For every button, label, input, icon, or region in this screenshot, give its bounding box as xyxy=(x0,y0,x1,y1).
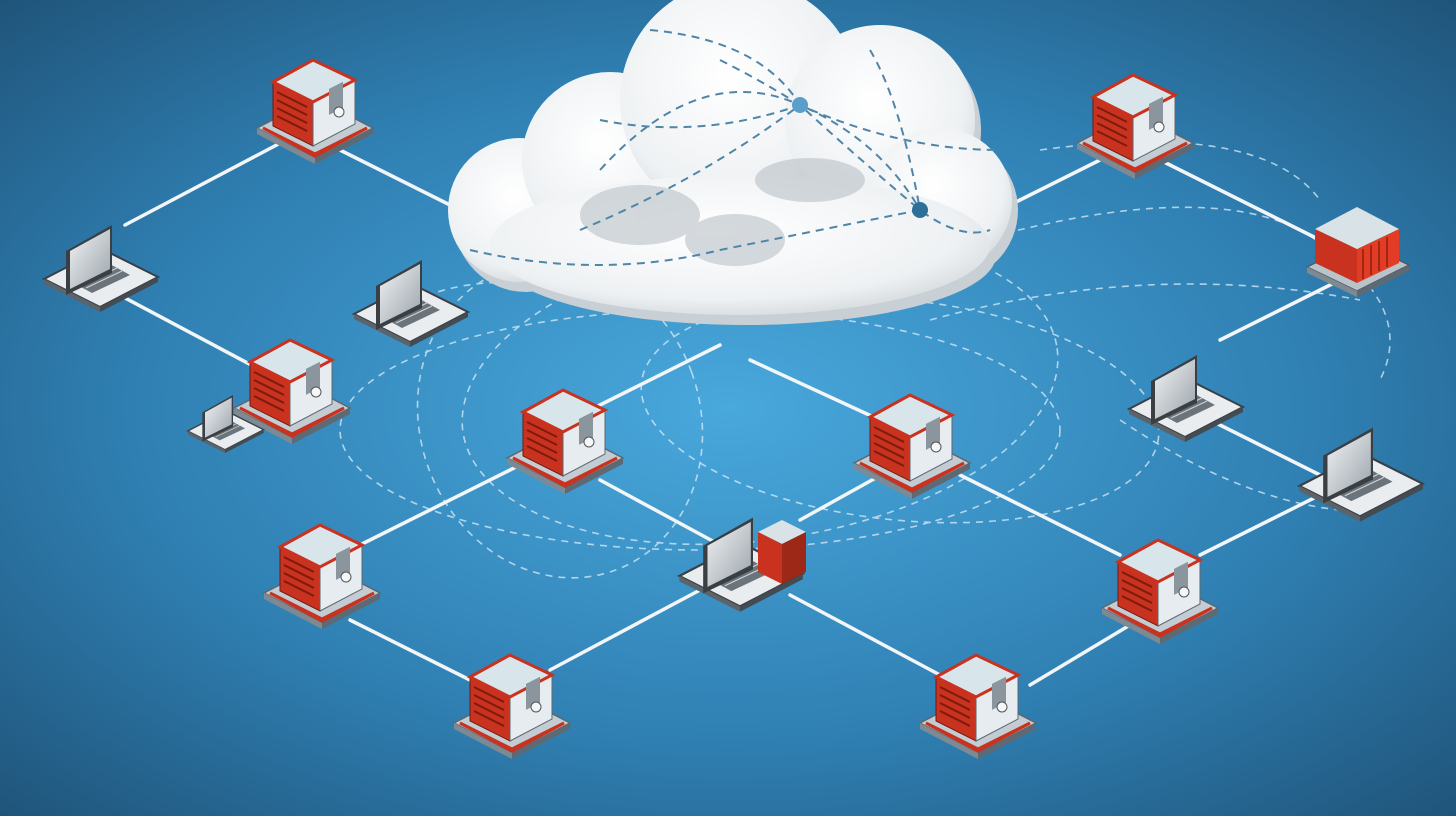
cloud-node xyxy=(792,97,808,113)
cloud-node xyxy=(912,202,928,218)
network-devices xyxy=(43,58,1424,761)
cloud-icon xyxy=(448,0,1018,325)
server-icon xyxy=(758,520,806,584)
